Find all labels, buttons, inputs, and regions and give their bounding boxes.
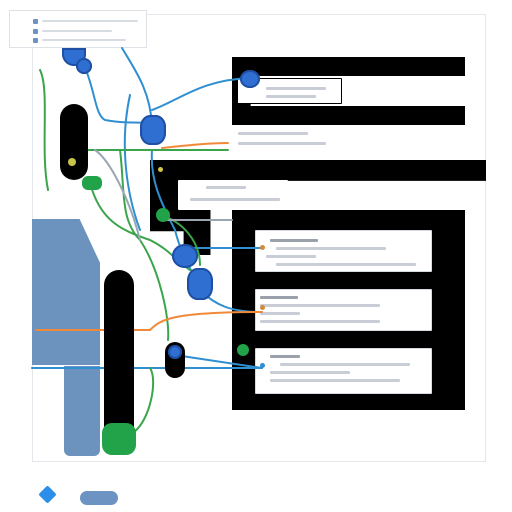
text-placeholder — [260, 304, 380, 307]
callout-card-arrow — [228, 128, 338, 156]
callout-card-mid — [178, 180, 288, 210]
legend-marker — [33, 38, 38, 43]
wire-orange — [161, 142, 229, 149]
indicator-dot-icon — [260, 363, 265, 368]
legend-line — [42, 30, 112, 32]
wire-blue — [174, 354, 263, 369]
legend-line — [42, 39, 126, 41]
legend-marker — [33, 19, 38, 24]
text-placeholder — [270, 239, 318, 242]
callout-card-3 — [255, 348, 432, 394]
wire-green — [133, 367, 155, 433]
status-bar — [80, 491, 118, 505]
callout-card-1 — [255, 230, 432, 272]
legend-marker — [33, 29, 38, 34]
legend-line — [42, 20, 138, 22]
connector-node-icon — [76, 58, 92, 74]
blue-block-left — [32, 219, 100, 365]
text-placeholder — [190, 198, 280, 201]
wire-blue — [123, 94, 141, 231]
text-placeholder — [280, 363, 410, 366]
wire-blue — [151, 77, 251, 111]
indicator-dot-icon — [158, 167, 163, 172]
text-placeholder — [238, 132, 308, 135]
connector-node-icon — [82, 176, 102, 190]
text-placeholder — [206, 186, 246, 189]
text-placeholder — [270, 355, 300, 358]
wire-blue — [121, 47, 153, 126]
wire-grey — [94, 149, 141, 241]
text-placeholder — [260, 312, 300, 315]
indicator-dot-icon — [260, 245, 265, 250]
text-placeholder — [260, 320, 380, 323]
connector-node-icon — [102, 423, 136, 455]
connector-node-icon — [140, 115, 166, 145]
text-placeholder — [270, 371, 350, 374]
text-placeholder — [276, 247, 386, 250]
connector-node-icon — [172, 244, 198, 268]
connector-node-icon — [168, 345, 182, 359]
text-placeholder — [238, 142, 326, 145]
text-placeholder — [266, 255, 316, 258]
connector-node-icon — [68, 158, 76, 166]
wire-orange — [149, 311, 263, 331]
wire-blue — [150, 149, 201, 286]
connector-node-icon — [187, 268, 213, 300]
callout-card-2 — [255, 289, 432, 331]
wire-blue — [84, 67, 153, 126]
connector-node-icon — [240, 70, 260, 88]
text-placeholder — [266, 87, 326, 90]
connector-housing — [60, 104, 88, 180]
legend-box — [9, 10, 147, 48]
blue-block-lower — [64, 366, 100, 456]
text-placeholder — [276, 263, 416, 266]
callout-card-top — [237, 78, 342, 104]
wire-green — [39, 69, 49, 191]
connector-node-icon — [156, 208, 170, 222]
text-placeholder — [270, 379, 400, 382]
indicator-dot-icon — [260, 305, 265, 310]
text-placeholder — [266, 95, 316, 98]
connector-node-icon — [237, 344, 249, 356]
text-placeholder — [260, 296, 298, 299]
